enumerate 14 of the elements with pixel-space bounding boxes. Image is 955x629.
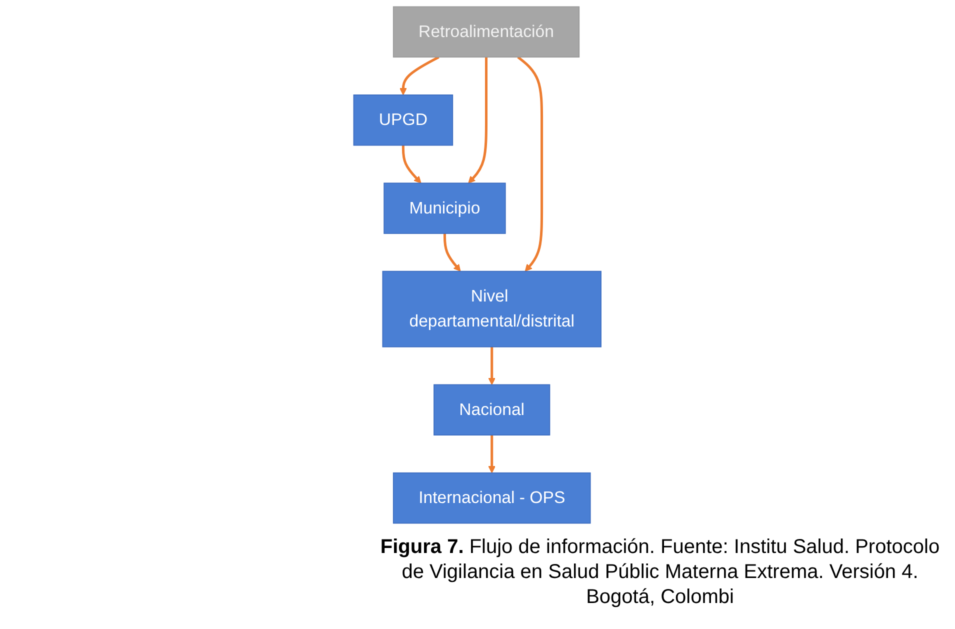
figure-caption: Figura 7. Flujo de información. Fuente: Institu Salud. Protocolo de Vigilancia en Salud Públic Materna Extrema. Versión 4. Bogotá, Colombi [380, 535, 940, 610]
arrow [517, 56, 544, 272]
arrow [402, 145, 422, 184]
node-box: Nivel departamental/distrital [382, 270, 602, 348]
node-box: UPGD [353, 94, 454, 146]
arrow [400, 56, 440, 96]
node-box: Retroalimentación [393, 6, 580, 58]
node-box: Nacional [434, 384, 550, 436]
arrow [488, 435, 496, 474]
arrow [488, 346, 496, 386]
arrow [468, 57, 488, 184]
arrow [444, 234, 461, 272]
node-box: Municipio [384, 182, 506, 234]
node-box: Internacional - OPS [393, 472, 591, 524]
